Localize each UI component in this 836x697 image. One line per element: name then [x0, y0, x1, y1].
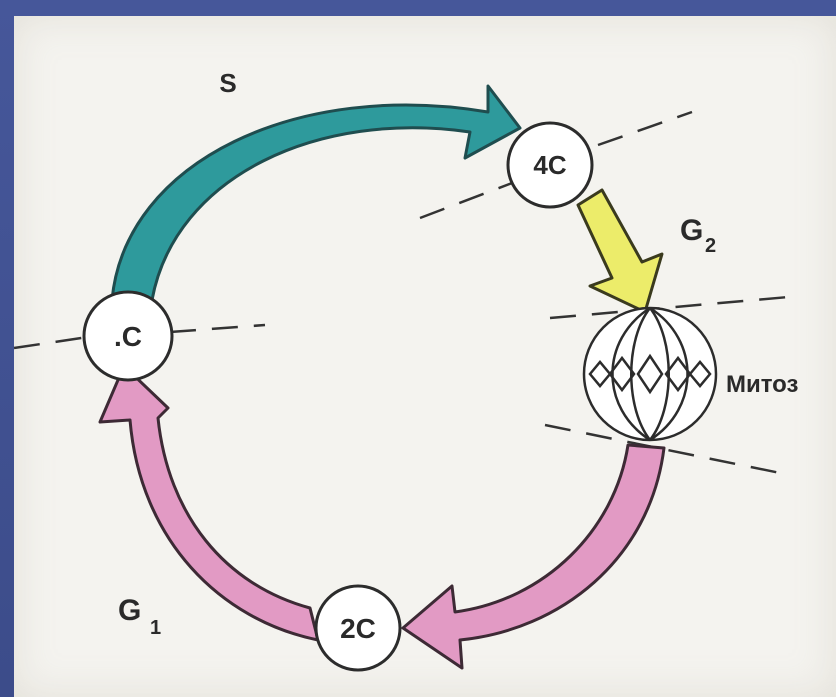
mitosis-label: Митоз [726, 371, 799, 398]
boundary-lower-4c [420, 180, 520, 218]
g1-phase-subscript: 1 [150, 617, 161, 639]
s-phase-arrow [112, 86, 520, 300]
boundary-right-c [170, 325, 265, 332]
g2-phase-letter: G [680, 214, 703, 247]
g1-phase-letter: G [118, 594, 141, 627]
node-4c-label: 4C [533, 150, 566, 180]
s-phase-label: S [219, 68, 236, 98]
g1-mitosis-arrow [403, 445, 664, 668]
g2-phase-arrow [578, 190, 662, 312]
node-2c-label: 2C [340, 613, 376, 644]
node-c-label: .C [114, 321, 142, 352]
mitosis-spindle-icon [584, 308, 716, 440]
boundary-upper-4c [598, 112, 692, 145]
g2-phase-subscript: 2 [705, 235, 716, 257]
